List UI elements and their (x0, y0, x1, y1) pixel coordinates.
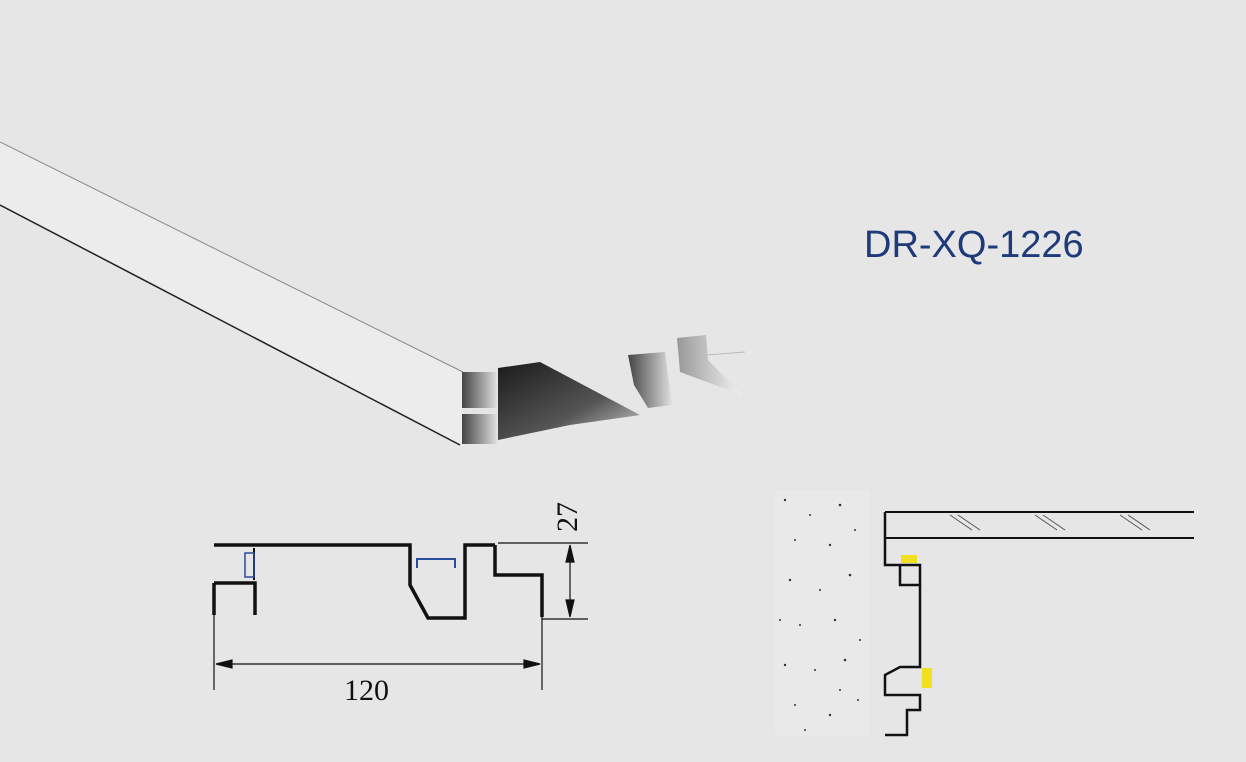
led-strip-top (901, 555, 917, 563)
height-dimension-label: 27 (551, 502, 584, 532)
section-drawing (212, 543, 544, 620)
profile-3d-render (0, 141, 746, 446)
led-strip-bottom (922, 668, 932, 688)
dimension-lines (213, 542, 588, 690)
width-dimension-label: 120 (344, 674, 389, 707)
model-code-title: DR-XQ-1226 (864, 224, 1084, 266)
installation-drawing (775, 490, 1194, 737)
